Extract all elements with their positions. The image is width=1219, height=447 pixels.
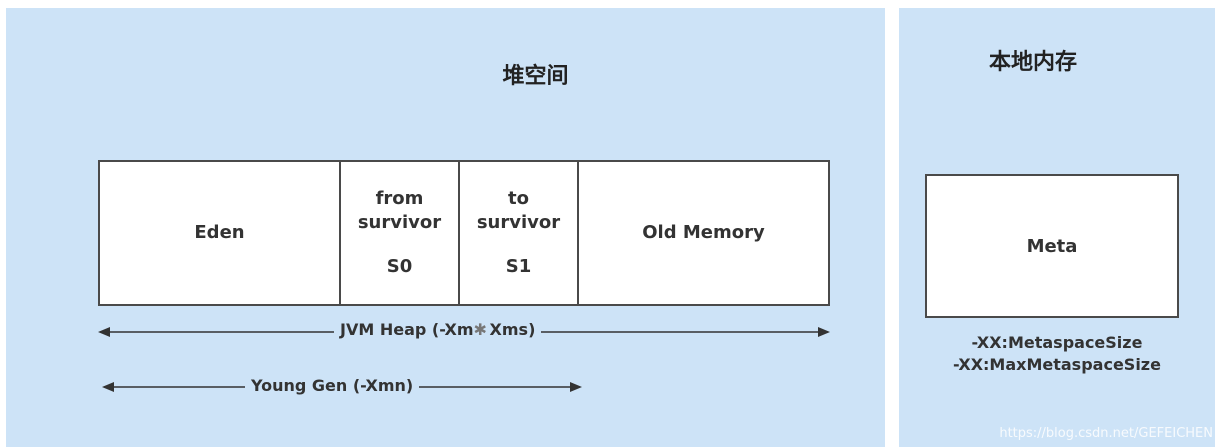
old-memory-region: Old Memory — [577, 160, 830, 306]
eden-region: Eden — [98, 160, 341, 306]
max-metaspace-size-param: -XX:MaxMetaspaceSize — [953, 355, 1161, 374]
eden-label: Eden — [194, 222, 245, 243]
jvm-heap-label: JVM Heap (-Xm✱Xms) — [334, 320, 542, 339]
cursor-smudge-icon: ✱ — [473, 320, 487, 339]
old-memory-label: Old Memory — [642, 222, 765, 243]
watermark: https://blog.csdn.net/GEFEICHEN — [999, 426, 1213, 441]
heap-regions: Eden from survivor S0 to survivor S1 Old… — [98, 160, 830, 306]
from-label: from — [375, 188, 424, 209]
heap-space-title: 堆空间 — [502, 64, 569, 89]
to-survivor-label: survivor — [476, 212, 561, 233]
metaspace-params: -XX:MetaspaceSize -XX:MaxMetaspaceSize — [899, 332, 1215, 376]
native-memory-title: 本地内存 — [988, 50, 1077, 75]
jvm-heap-label-start: JVM Heap (-Xm — [340, 320, 474, 339]
from-survivor-label: survivor — [357, 212, 442, 233]
young-gen-label: Young Gen (-Xmn) — [245, 376, 420, 395]
jvm-heap-label-end: Xms) — [489, 320, 536, 339]
metaspace-size-param: -XX:MetaspaceSize — [971, 333, 1143, 352]
meta-region: Meta — [925, 174, 1179, 318]
to-label: to — [508, 188, 529, 209]
to-survivor-region: to survivor S1 — [458, 160, 579, 306]
s0-label: S0 — [386, 256, 413, 277]
s1-label: S1 — [505, 256, 532, 277]
meta-label: Meta — [1026, 235, 1078, 257]
